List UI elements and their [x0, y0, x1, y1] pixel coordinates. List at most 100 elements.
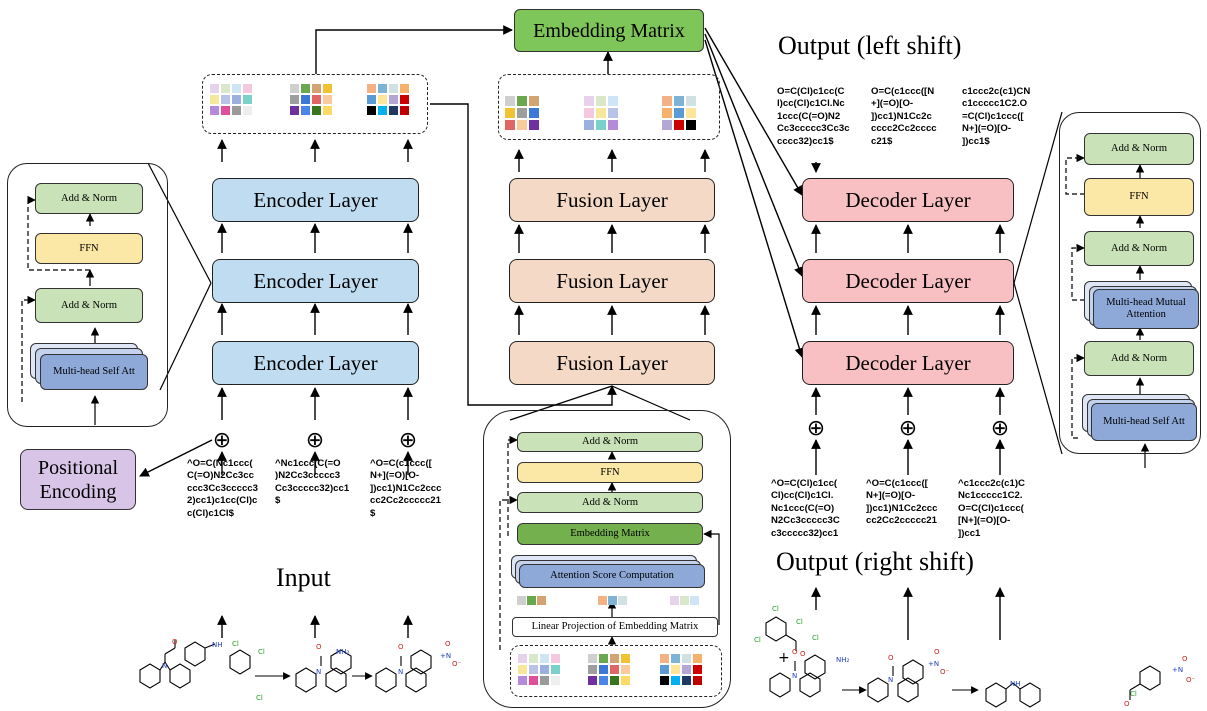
token-cell: [662, 96, 672, 106]
token-cell: [596, 120, 606, 130]
atom-label: Cl: [232, 640, 239, 648]
token-cell: [378, 106, 387, 115]
token-cell: [221, 84, 230, 93]
embedding-matrix-block: Embedding Matrix: [514, 9, 704, 52]
smiles-output-right-2: ^O=C(c1ccc([ N+](=O)[O- ])cc1)N1Cc2ccc c…: [866, 478, 938, 527]
smiles-output-right-3: ^c1ccc2c(c1)C Nc1ccccc1C2. O=C(Cl)c1ccc(…: [958, 478, 1025, 539]
token-cell: [584, 120, 594, 130]
smiles-output-left-2: O=C(c1ccc([N +](=O)[O- ])cc1)N1Cc2c cccc…: [871, 86, 937, 147]
token-cell: [527, 596, 536, 605]
atom-label: O: [934, 648, 940, 656]
token-cell: [389, 95, 398, 104]
token-cell: [693, 665, 702, 674]
token-cell: [588, 676, 597, 685]
fusion-attention-score: Attention Score Computation: [519, 564, 705, 588]
token-color-grids: [210, 84, 702, 685]
token-cell: [588, 654, 597, 663]
token-cell: [290, 84, 299, 93]
token-cell: [389, 84, 398, 93]
decoder-self-attention: Multi-head Self Att: [1091, 403, 1197, 441]
atom-label: Cl: [796, 618, 803, 626]
token-cell: [529, 676, 538, 685]
atom-label: O: [888, 654, 894, 662]
token-cell: [378, 84, 387, 93]
plus-circle-icon: ⊕: [398, 428, 418, 453]
token-cell: [290, 95, 299, 104]
fusion-linear-projection: Linear Projection of Embedding Matrix: [512, 617, 718, 637]
fusion-layer-label: Fusion Layer: [556, 187, 668, 212]
atom-label: Cl: [1130, 690, 1137, 698]
reaction-plus: +: [778, 650, 790, 666]
token-cell: [599, 654, 608, 663]
token-cell: [621, 676, 630, 685]
token-cell: [312, 84, 321, 93]
atom-label: Cl: [772, 605, 779, 613]
smiles-input-3: ^O=C(c1ccc([ N+](=O)[O- ])cc1)N1Cc2ccc c…: [370, 458, 442, 519]
token-cell: [517, 108, 527, 118]
atom-label: +N: [1172, 666, 1184, 674]
decoder-layer-label: Decoder Layer: [845, 350, 971, 375]
fusion-layer-1: Fusion Layer: [509, 341, 715, 385]
decoder-layer-2: Decoder Layer: [802, 259, 1014, 303]
token-cell: [301, 95, 310, 104]
output-right-shift-title: Output (right shift): [776, 547, 974, 576]
token-cell: [243, 84, 252, 93]
encoder-self-attention: Multi-head Self Att: [40, 354, 148, 390]
decoder-detail-panel: [1059, 112, 1201, 454]
decoder-mutual-attention: Multi-head Mutual Attention: [1093, 289, 1199, 329]
atom-label: NH₂: [836, 656, 850, 664]
atom-label: O: [445, 640, 451, 648]
atom-label: O: [1124, 700, 1130, 708]
decoder-ffn: FFN: [1084, 178, 1194, 216]
token-cell: [312, 95, 321, 104]
embedding-matrix-label: Embedding Matrix: [533, 19, 685, 42]
atom-label: Cl: [812, 634, 819, 642]
plus-circle-icon: ⊕: [990, 416, 1010, 441]
positional-encoding-block: Positional Encoding: [20, 449, 136, 510]
token-cell: [243, 106, 252, 115]
fusion-layer-2: Fusion Layer: [509, 259, 715, 303]
token-cell: [301, 84, 310, 93]
token-cell: [610, 665, 619, 674]
fusion-output-tokens: [498, 74, 720, 140]
token-cell: [599, 676, 608, 685]
atom-label: O: [316, 643, 322, 651]
token-cell: [367, 84, 376, 93]
token-cell: [680, 596, 689, 605]
token-cell: [243, 95, 252, 104]
token-cell: [596, 108, 606, 118]
token-cell: [378, 95, 387, 104]
smiles-input-2: ^Nc1ccc(C(=O )N2Cc3ccccc3 Cc3ccccc32)cc1…: [275, 458, 350, 507]
token-cell: [367, 95, 376, 104]
token-cell: [588, 665, 597, 674]
token-cell: [662, 108, 672, 118]
atom-label: O: [800, 650, 806, 658]
token-cell: [686, 96, 696, 106]
token-cell: [610, 676, 619, 685]
token-cell: [210, 95, 219, 104]
token-cell: [674, 96, 684, 106]
encoder-add-norm-top: Add & Norm: [35, 183, 143, 214]
decoder-layer-label: Decoder Layer: [845, 187, 971, 212]
token-cell: [540, 665, 549, 674]
token-cell: [537, 596, 546, 605]
fusion-embedding-matrix: Embedding Matrix: [517, 523, 703, 545]
token-cell: [551, 665, 560, 674]
atom-label: O⁻: [452, 660, 462, 668]
token-cell: [686, 120, 696, 130]
atom-label: O: [398, 643, 404, 651]
atom-label: NH: [1010, 680, 1021, 688]
token-cell: [584, 108, 594, 118]
fusion-add-norm-top: Add & Norm: [517, 432, 703, 452]
token-cell: [312, 106, 321, 115]
token-cell: [389, 106, 398, 115]
plus-circle-icon: ⊕: [898, 416, 918, 441]
token-cell: [517, 596, 526, 605]
token-cell: [621, 654, 630, 663]
plus-circle-icon: ⊕: [305, 428, 325, 453]
atom-label: N: [162, 662, 168, 670]
token-cell: [608, 120, 618, 130]
positional-encoding-label: Positional Encoding: [37, 456, 118, 503]
